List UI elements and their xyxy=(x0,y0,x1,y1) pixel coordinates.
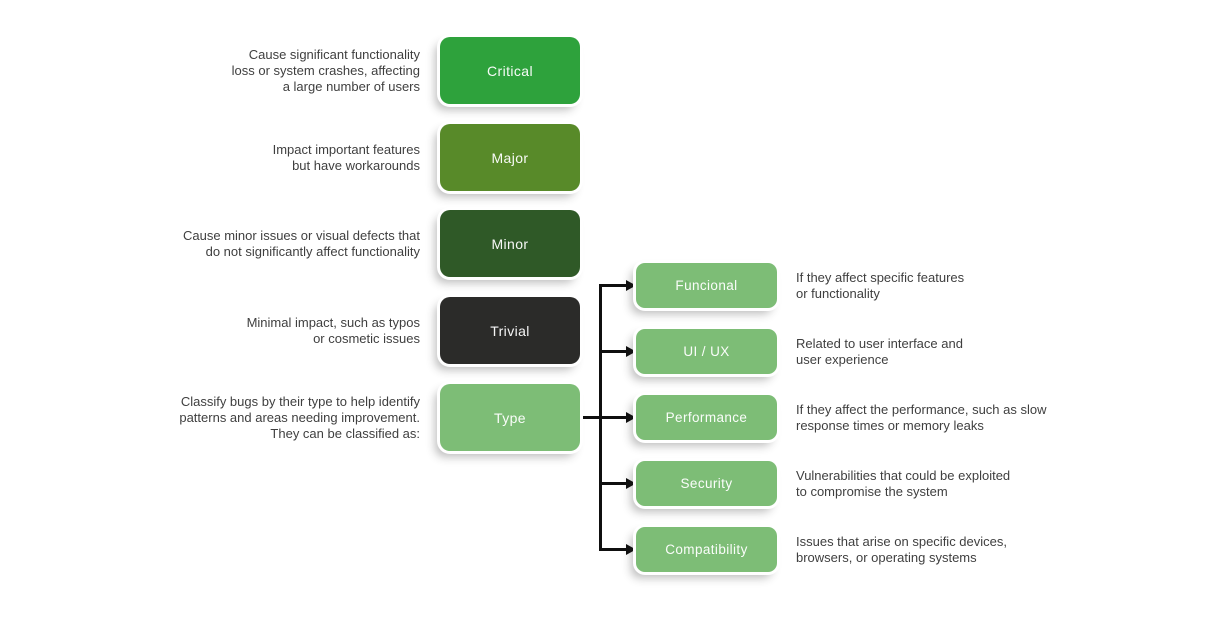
type-branch-description-security: Vulnerabilities that could be exploited … xyxy=(796,467,1011,499)
severity-node-label: Trivial xyxy=(490,322,530,339)
severity-node-label: Minor xyxy=(491,235,529,252)
severity-node-critical: Critical xyxy=(440,37,580,104)
severity-node-label: Major xyxy=(491,149,529,166)
type-branch-node-compatibility: Compatibility xyxy=(636,527,777,572)
type-branch-description-ui-ux: Related to user interface and user exper… xyxy=(796,335,963,367)
severity-node-label: Critical xyxy=(487,62,533,79)
type-branch-row-ui-ux: UI / UX Related to user interface and us… xyxy=(636,329,963,374)
type-node-label: Type xyxy=(494,409,526,426)
arrow-compatibility xyxy=(599,544,636,555)
severity-node-trivial: Trivial xyxy=(440,297,580,364)
severity-node-major: Major xyxy=(440,124,580,191)
type-branch-label: UI / UX xyxy=(683,344,730,359)
type-branch-node-performance: Performance xyxy=(636,395,777,440)
severity-row-critical: Cause significant functionality loss or … xyxy=(0,37,580,104)
type-branch-description-compatibility: Issues that arise on specific devices, b… xyxy=(796,533,1007,565)
severity-row-trivial: Minimal impact, such as typos or cosmeti… xyxy=(0,297,580,364)
type-root-row: Classify bugs by their type to help iden… xyxy=(0,384,580,451)
type-branch-description-performance: If they affect the performance, such as … xyxy=(796,401,1047,433)
type-branch-node-security: Security xyxy=(636,461,777,506)
severity-row-major: Impact important features but have worka… xyxy=(0,124,580,191)
arrow-security xyxy=(599,478,636,489)
type-branch-row-security: Security Vulnerabilities that could be e… xyxy=(636,461,1010,506)
type-branch-node-functional: Funcional xyxy=(636,263,777,308)
severity-description-major: Impact important features but have worka… xyxy=(272,141,420,173)
type-branch-row-compatibility: Compatibility Issues that arise on speci… xyxy=(636,527,1007,572)
severity-node-minor: Minor xyxy=(440,210,580,277)
type-branch-label: Security xyxy=(680,476,733,491)
type-branch-node-ui-ux: UI / UX xyxy=(636,329,777,374)
type-node: Type xyxy=(440,384,580,451)
type-branch-row-functional: Funcional If they affect specific featur… xyxy=(636,263,964,308)
severity-row-minor: Cause minor issues or visual defects tha… xyxy=(0,210,580,277)
type-branch-label: Performance xyxy=(665,410,748,425)
type-description: Classify bugs by their type to help iden… xyxy=(179,393,420,441)
type-branch-row-performance: Performance If they affect the performan… xyxy=(636,395,1047,440)
arrow-functional xyxy=(599,280,636,291)
type-branch-description-functional: If they affect specific features or func… xyxy=(796,269,965,301)
type-branch-label: Funcional xyxy=(675,278,738,293)
severity-description-trivial: Minimal impact, such as typos or cosmeti… xyxy=(246,314,420,346)
arrow-ui-ux xyxy=(599,346,636,357)
type-branch-label: Compatibility xyxy=(665,542,748,557)
severity-description-critical: Cause significant functionality loss or … xyxy=(231,46,420,94)
arrow-performance xyxy=(599,412,636,423)
severity-description-minor: Cause minor issues or visual defects tha… xyxy=(183,227,420,259)
